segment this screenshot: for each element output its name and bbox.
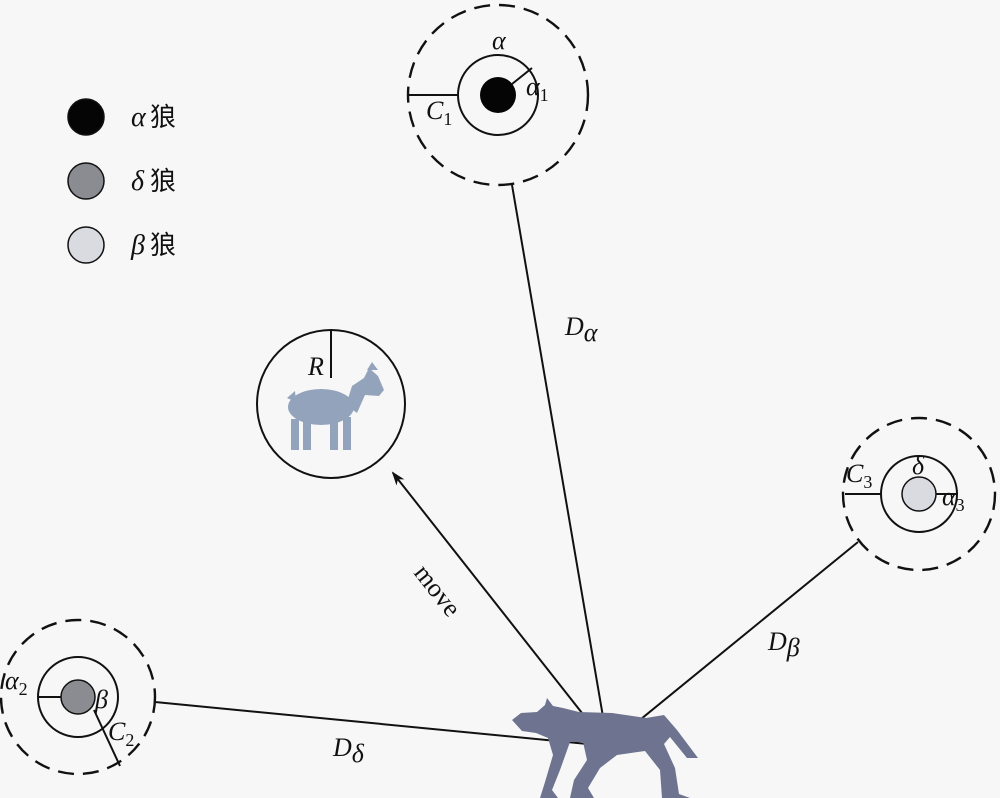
- alpha-coef-label: C1: [426, 96, 452, 129]
- delta-outer-dashed-circle: [0, 618, 157, 776]
- prey-group: R: [256, 329, 406, 479]
- alpha-wolf-marker: [480, 77, 516, 113]
- delta-coef-radius: [93, 709, 121, 767]
- alpha-param-radius: [511, 67, 533, 85]
- move-label: move: [408, 559, 467, 622]
- beta-param-label: α3: [942, 482, 965, 515]
- legend-symbol-alpha: α: [131, 102, 147, 133]
- beta-coef-label: C3: [846, 459, 872, 492]
- beta-wolf-marker: [901, 476, 937, 512]
- prey-radius-label: R: [307, 352, 324, 381]
- legend-symbol-beta: β: [130, 230, 145, 261]
- legend-marker-beta: [67, 226, 105, 264]
- delta-angle-label: β: [94, 685, 108, 714]
- distance-label-alpha: Dα: [564, 312, 599, 347]
- legend-label-alpha: 狼: [150, 103, 176, 133]
- alpha-angle-label: α: [492, 26, 507, 55]
- distance-label-beta: Dβ: [767, 627, 800, 662]
- legend-item-alpha: α 狼: [67, 98, 176, 136]
- delta-wolf-marker: [60, 679, 96, 715]
- distance-line-delta: [154, 701, 609, 747]
- alpha-wolf-group: α C1 α1: [406, 3, 590, 187]
- move-arrow: [391, 471, 609, 747]
- goat-icon: [287, 362, 384, 450]
- legend-item-beta: β 狼: [67, 226, 176, 264]
- alpha-param-label: α1: [526, 72, 549, 105]
- wolf-icon: [512, 698, 698, 798]
- legend: α 狼 δ 狼 β 狼: [67, 98, 176, 264]
- beta-outer-dashed-circle: [841, 416, 997, 572]
- delta-wolf-group: β C2 α2: [0, 618, 157, 776]
- distance-label-delta: Dδ: [332, 733, 365, 768]
- distance-line-alpha: [511, 184, 609, 747]
- delta-coef-label: C2: [108, 717, 134, 750]
- legend-marker-delta: [67, 162, 105, 200]
- legend-label-delta: 狼: [150, 167, 176, 197]
- beta-angle-label: δ: [912, 451, 925, 480]
- legend-symbol-delta: δ: [131, 166, 145, 197]
- legend-marker-alpha: [67, 98, 105, 136]
- legend-item-delta: δ 狼: [67, 162, 176, 200]
- delta-param-label: α2: [5, 666, 28, 699]
- legend-label-beta: 狼: [150, 231, 176, 261]
- distance-line-beta: [607, 541, 859, 747]
- beta-wolf-group: δ C3 α3: [841, 416, 997, 572]
